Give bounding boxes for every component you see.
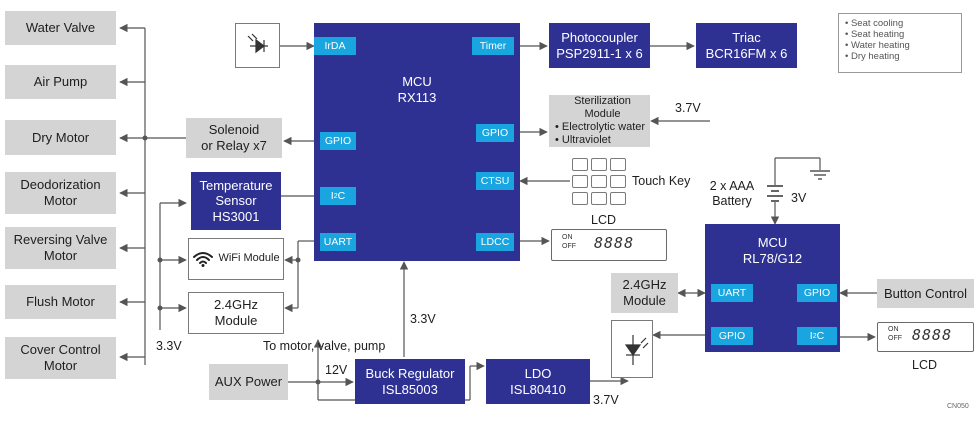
irda-transceiver [235, 23, 280, 68]
triac-block: Triac BCR16FM x 6 [696, 23, 797, 68]
touch-key-cell [610, 175, 626, 188]
touch-key-cell [572, 192, 588, 205]
label-3v-battery: 3V [791, 191, 807, 205]
wifi-icon [193, 252, 214, 267]
touch-key-cell [591, 175, 607, 188]
touch-key-cell [610, 192, 626, 205]
load-deodorization-motor: Deodorization Motor [5, 172, 116, 214]
load-dry-motor: Dry Motor [5, 120, 116, 155]
touch-key-cell [591, 158, 607, 171]
ldo-block: LDO ISL80410 [486, 359, 590, 404]
module-24ghz-right: 2.4GHz Module [611, 273, 678, 313]
label-lcd-right: LCD [912, 358, 938, 372]
load-cover-control-motor: Cover Control Motor [5, 337, 116, 379]
battery-label: 2 x AAA Battery [709, 179, 755, 208]
port-uart: UART [320, 233, 356, 251]
port-ctsu: CTSU [476, 172, 514, 190]
heater-legend: • Seat cooling • Seat heating • Water he… [838, 13, 962, 73]
photocoupler-block: Photocoupler PSP2911-1 x 6 [549, 23, 650, 68]
label-3v7-sterilization: 3.7V [675, 101, 701, 115]
aux-power-block: AUX Power [209, 364, 288, 400]
battery-icon [767, 185, 783, 202]
sterilization-module: Sterilization Module • Electrolytic wate… [549, 95, 650, 147]
label-3v3-mid: 3.3V [410, 312, 436, 326]
label-lcd-top: LCD [591, 213, 617, 227]
load-flush-motor: Flush Motor [5, 285, 116, 319]
label-to-motor: To motor, valve, pump [263, 339, 386, 353]
led-diode-icon [624, 335, 649, 365]
touch-key-cell [610, 158, 626, 171]
port-uart-mcu2: UART [711, 284, 753, 302]
ground-icon [810, 170, 830, 180]
load-air-pump: Air Pump [5, 65, 116, 99]
figure-code: CN050 [947, 403, 969, 410]
temperature-sensor-block: Temperature Sensor HS3001 [191, 172, 281, 230]
port-gpio-right: GPIO [476, 124, 514, 142]
touch-key-cell [572, 175, 588, 188]
lcd-display-top: ON OFF 8888 [551, 229, 667, 261]
port-gpio-left-mcu2: GPIO [711, 327, 753, 345]
port-gpio-right-mcu2: GPIO [797, 284, 837, 302]
wifi-module-block: WiFi Module [188, 238, 284, 280]
mcu-rx113-title: MCU RX113 [397, 74, 437, 105]
port-timer: Timer [472, 37, 514, 55]
button-control-block: Button Control [877, 279, 974, 308]
touch-key-cell [591, 192, 607, 205]
label-12v: 12V [325, 363, 348, 377]
label-3v3-left: 3.3V [156, 339, 182, 353]
label-3v7-ldo: 3.7V [593, 393, 619, 407]
label-touch-key: Touch Key [632, 174, 691, 188]
buck-regulator-block: Buck Regulator ISL85003 [355, 359, 465, 404]
port-gpio-left: GPIO [320, 132, 356, 150]
touch-key-cell [572, 158, 588, 171]
port-irda: IrDA [314, 37, 356, 55]
led-indicator [611, 320, 653, 378]
load-water-valve: Water Valve [5, 11, 116, 45]
load-reversing-valve-motor: Reversing Valve Motor [5, 227, 116, 269]
port-ldcc: LDCC [476, 233, 514, 251]
led-diode-icon [247, 33, 268, 54]
touch-key-grid [572, 158, 628, 206]
lcd-display-right: ON OFF 8888 [877, 322, 974, 352]
solenoid-relay-block: Solenoid or Relay x7 [186, 118, 282, 158]
module-24ghz-left: 2.4GHz Module [188, 292, 284, 334]
